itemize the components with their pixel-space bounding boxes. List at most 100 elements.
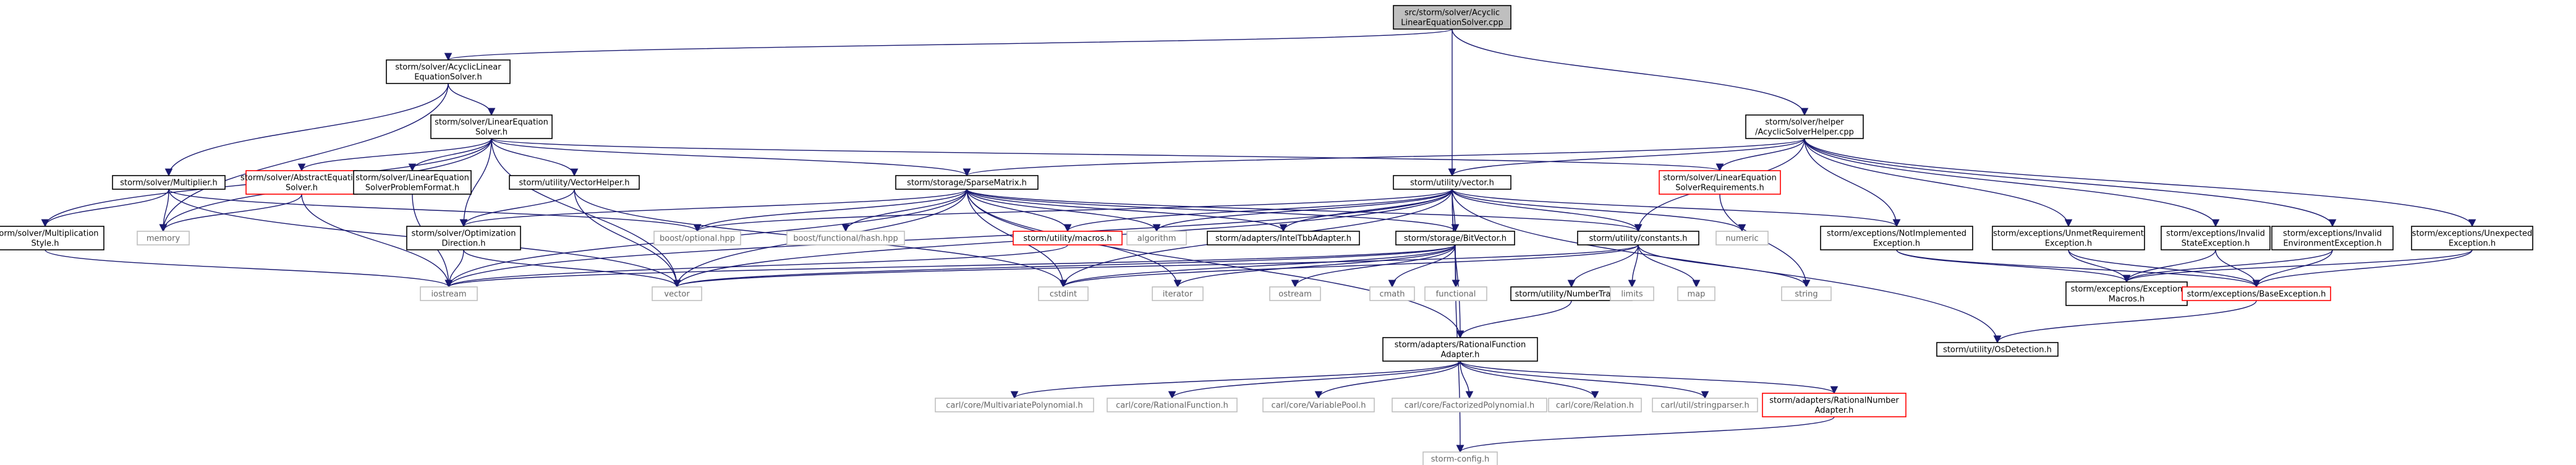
file-node-label: cmath [1379,290,1405,299]
file-node-inteltbb[interactable]: storm/adapters/IntelTbbAdapter.h [1207,231,1360,245]
file-node-label: Solver.h [475,128,508,137]
include-edge [1804,138,1901,228]
file-node-invenv[interactable]: storm/exceptions/InvalidEnvironmentExcep… [2271,226,2394,250]
include-edge-line [966,189,1072,232]
file-node-box [1610,286,1654,301]
include-edge [159,83,449,232]
include-edge-line [445,244,1456,288]
file-node-box [1369,286,1415,301]
include-edge [1638,244,1701,288]
include-edge-line [444,189,1453,288]
include-edge-line [1804,138,2476,228]
include-edge-line [1168,360,1461,399]
file-node-macros[interactable]: storm/utility/macros.h [1013,231,1123,245]
file-node-label: memory [147,234,181,244]
file-node-label: storm/exceptions/Invalid [2283,229,2382,239]
file-node-box [1152,286,1204,301]
file-node-box [2411,226,2533,250]
include-edge-line [1804,138,1901,228]
include-edge-line [1152,189,1453,232]
file-node-label: storm/utility/vector.h [1410,179,1494,188]
file-node-problemformat[interactable]: storm/solver/LinearEquationSolverProblem… [353,170,472,195]
file-node-cmath: cmath [1369,286,1415,301]
file-node-multiplier[interactable]: storm/solver/Multiplier.h [112,175,226,190]
file-node-bitvector[interactable]: storm/storage/BitVector.h [1395,231,1515,245]
file-node-label: carl/core/MultivariatePolynomial.h [946,401,1083,411]
file-node-baseexc[interactable]: storm/exceptions/BaseException.h [2182,286,2331,301]
include-edge [1715,138,1805,172]
include-edge [1456,300,1572,339]
file-node-label: storm/solver/helper [1765,118,1844,127]
include-edge-line [297,138,492,172]
include-edge [1804,138,2476,228]
file-node-sparsematrix[interactable]: storm/storage/SparseMatrix.h [895,175,1039,190]
file-node-label: storm/exceptions/Unexpected [2412,229,2533,239]
file-node-carl-rel: carl/core/Relation.h [1548,398,1642,412]
file-node-acyclic-h[interactable]: storm/solver/AcyclicLinearEquationSolver… [386,59,511,84]
file-node-unmet[interactable]: storm/exceptions/UnmetRequirementExcepti… [1992,226,2145,250]
include-edge-line [966,189,1460,232]
file-node-numbertraits[interactable]: storm/utility/NumberTraits.h [1510,286,1633,301]
include-edge [1314,360,1461,399]
file-node-constants[interactable]: storm/utility/constants.h [1577,231,1699,245]
file-node-boosthash: boost/functional/hash.hpp [786,231,905,245]
file-node-box [1745,114,1864,139]
include-edge-line [1804,138,2337,228]
file-node-carl-fp: carl/core/FactorizedPolynomial.h [1392,398,1547,412]
file-node-vector-h[interactable]: storm/utility/vector.h [1393,175,1511,190]
file-node-label: storm/utility/macros.h [1023,234,1112,244]
include-edge-line [1452,189,1746,232]
file-node-osdetect[interactable]: storm/utility/OsDetection.h [1936,342,2059,357]
include-edge [1388,244,1456,288]
include-edge [491,138,1724,172]
file-node-label: storm/solver/Multiplier.h [120,179,218,188]
file-node-les-h[interactable]: storm/solver/LinearEquationSolver.h [430,114,553,139]
file-node-cstdint: cstdint [1038,286,1089,301]
include-edge-line [574,189,681,288]
file-node-label: StateException.h [2182,239,2250,249]
include-edge-line [459,189,575,228]
file-node-label: numeric [1725,234,1758,244]
file-node-label: Macros.h [2109,295,2145,304]
file-node-label: limits [1621,290,1643,299]
include-edge [1896,249,2131,283]
include-edge [491,138,579,177]
include-edge-line [1060,244,1639,288]
file-node-carl-mvp: carl/core/MultivariatePolynomial.h [935,398,1094,412]
include-edge-line [1173,244,1456,288]
file-node-requirements[interactable]: storm/solver/LinearEquationSolverRequire… [1659,170,1781,195]
file-node-carl-rf: carl/core/RationalFunction.h [1107,398,1238,412]
file-node-root[interactable]: src/storm/solver/AcyclicLinearEquationSo… [1393,5,1511,30]
include-edge [1152,189,1453,232]
include-edge-line [1460,360,1474,399]
file-node-label: storm/solver/LinearEquation [355,174,469,183]
include-edge [1567,244,1639,288]
include-edge-line [445,244,1068,288]
file-node-vectorhelper[interactable]: storm/utility/VectorHelper.h [509,175,640,190]
file-node-helper[interactable]: storm/solver/helper/AcyclicSolverHelper.… [1745,114,1864,139]
include-edge-line [168,189,702,232]
include-edge [1804,138,2220,228]
file-node-label: storm/solver/Optimization [412,229,516,239]
file-node-label: Solver.h [286,184,318,193]
include-edge-line [841,189,967,232]
include-edge [41,189,169,228]
include-edge [1168,360,1461,399]
file-node-notimpl[interactable]: storm/exceptions/NotImplementedException… [1820,226,1973,250]
file-node-box [2161,226,2271,250]
include-edge-line [1452,28,1809,116]
include-edge-line [2122,249,2333,283]
include-edge [1063,189,1453,232]
include-edge [673,244,1456,288]
include-edge-line [1460,360,1709,399]
file-node-label: boost/functional/hash.hpp [793,234,898,244]
file-node-numeric: numeric [1715,231,1769,245]
